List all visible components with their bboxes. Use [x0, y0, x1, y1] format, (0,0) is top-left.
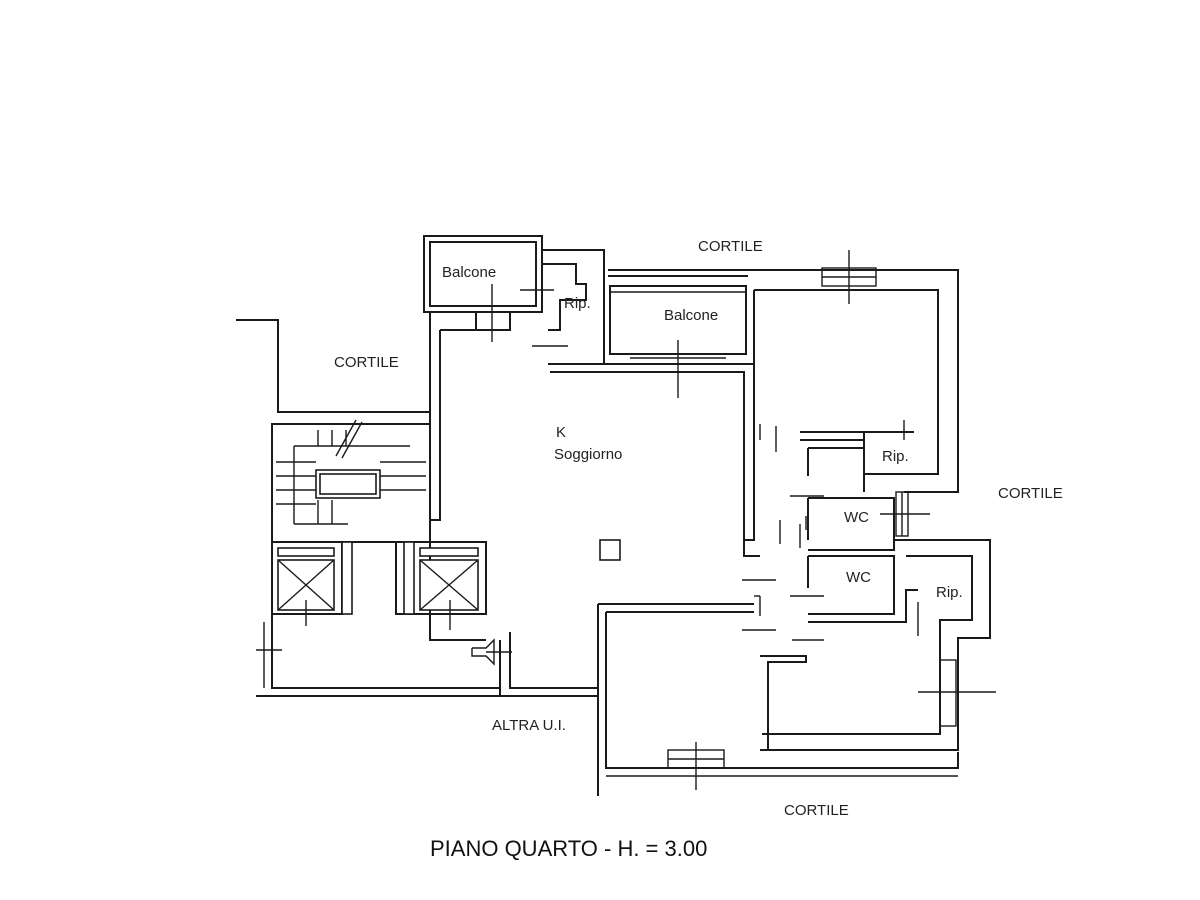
label-k: K [556, 424, 566, 441]
kitchen-fixture [599, 539, 621, 561]
label-balcone-2: Balcone [664, 307, 718, 324]
label-balcone-1: Balcone [442, 264, 496, 281]
label-soggiorno: Soggiorno [554, 446, 622, 463]
balcony-1-walls [423, 235, 605, 365]
label-cortile-right: CORTILE [998, 485, 1063, 502]
main-outer-walls [429, 269, 991, 796]
label-rip-3: Rip. [936, 584, 963, 601]
interior-partitions [742, 290, 938, 750]
label-wc-2: WC [846, 569, 871, 586]
balcony-2-walls [608, 269, 748, 398]
left-courtyard-boundary [236, 319, 430, 413]
label-rip-2: Rip. [882, 448, 909, 465]
plan-title: PIANO QUARTO - H. = 3.00 [430, 836, 707, 861]
label-altra-ui: ALTRA U.I. [492, 717, 566, 734]
label-cortile-top: CORTILE [698, 238, 763, 255]
label-wc-1: WC [844, 509, 869, 526]
label-cortile-left: CORTILE [334, 354, 399, 371]
label-cortile-bottom: CORTILE [784, 802, 849, 819]
window-markers [256, 250, 996, 790]
stair-lift-core [256, 419, 512, 697]
label-rip-1: Rip. [564, 295, 591, 312]
